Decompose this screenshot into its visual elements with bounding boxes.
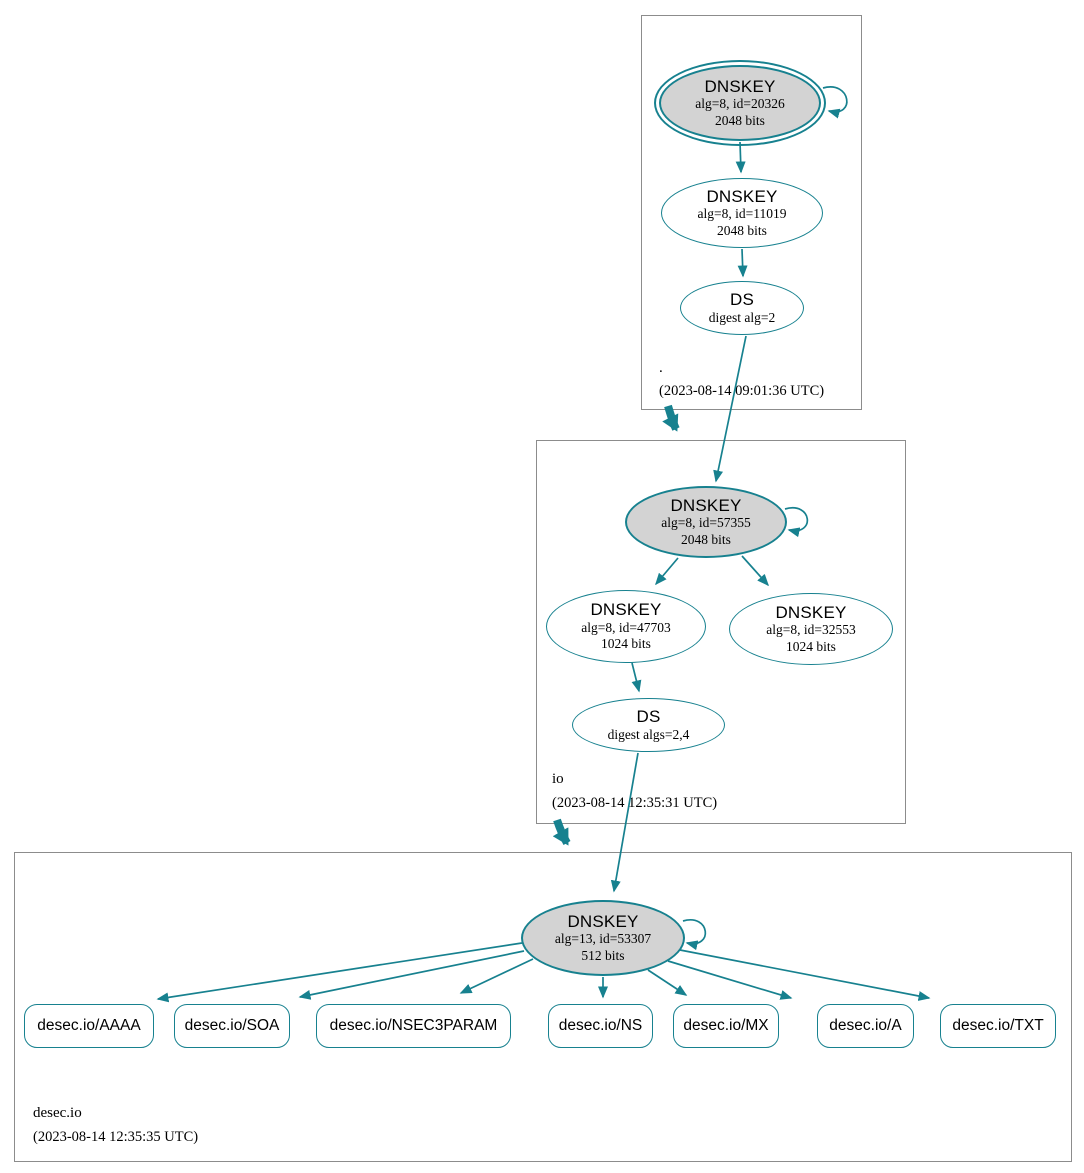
zone-label-io: io bbox=[552, 771, 564, 787]
node-title: DNSKEY bbox=[704, 76, 776, 96]
ds-node-io[interactable]: DS digest algs=2,4 bbox=[572, 698, 725, 752]
node-title: DNSKEY bbox=[706, 186, 778, 206]
zone-timestamp-root: (2023-08-14 09:01:36 UTC) bbox=[659, 383, 825, 399]
node-bits: 2048 bits bbox=[717, 222, 767, 238]
dnskey-node-io-zsk2[interactable]: DNSKEY alg=8, id=32553 1024 bits bbox=[729, 593, 893, 665]
node-bits: 512 bits bbox=[581, 947, 625, 963]
node-detail: digest algs=2,4 bbox=[607, 726, 690, 742]
node-detail: alg=13, id=53307 bbox=[554, 931, 652, 947]
node-title: DS bbox=[729, 289, 755, 309]
rrset-desec-io-ns[interactable]: desec.io/NS bbox=[548, 1004, 653, 1048]
zone-label-desec-io: desec.io bbox=[33, 1105, 82, 1121]
node-title: DS bbox=[636, 706, 661, 726]
ds-node-root[interactable]: DS digest alg=2 bbox=[680, 281, 804, 335]
zone-timestamp-io: (2023-08-14 12:35:31 UTC) bbox=[552, 795, 718, 811]
rrset-desec-io-mx[interactable]: desec.io/MX bbox=[673, 1004, 779, 1048]
node-bits: 1024 bits bbox=[786, 638, 836, 654]
rrset-desec-io-txt[interactable]: desec.io/TXT bbox=[940, 1004, 1056, 1048]
node-detail: alg=8, id=11019 bbox=[697, 206, 787, 222]
node-bits: 1024 bits bbox=[601, 636, 651, 652]
dnskey-node-root-zsk[interactable]: DNSKEY alg=8, id=11019 2048 bits bbox=[661, 178, 823, 248]
node-bits: 2048 bits bbox=[715, 112, 765, 128]
node-title: DNSKEY bbox=[567, 911, 639, 931]
rrset-desec-io-a[interactable]: desec.io/A bbox=[817, 1004, 914, 1048]
dnskey-node-root-ksk[interactable]: DNSKEY alg=8, id=20326 2048 bits bbox=[659, 65, 821, 141]
node-detail: alg=8, id=47703 bbox=[581, 619, 671, 635]
node-title: DNSKEY bbox=[670, 495, 742, 515]
dnskey-node-io-zsk1[interactable]: DNSKEY alg=8, id=47703 1024 bits bbox=[546, 590, 706, 663]
node-detail: digest alg=2 bbox=[708, 309, 776, 325]
node-detail: alg=8, id=20326 bbox=[695, 96, 785, 112]
node-title: DNSKEY bbox=[590, 600, 662, 620]
rrset-desec-io-soa[interactable]: desec.io/SOA bbox=[174, 1004, 290, 1048]
dnskey-node-io-ksk[interactable]: DNSKEY alg=8, id=57355 2048 bits bbox=[625, 486, 787, 558]
rrset-desec-io-nsec3param[interactable]: desec.io/NSEC3PARAM bbox=[316, 1004, 511, 1048]
dnskey-node-desec-ksk[interactable]: DNSKEY alg=13, id=53307 512 bits bbox=[521, 900, 685, 976]
zone-label-root: . bbox=[659, 360, 663, 376]
node-detail: alg=8, id=57355 bbox=[661, 515, 751, 531]
node-bits: 2048 bits bbox=[681, 531, 731, 547]
zone-timestamp-desec-io: (2023-08-14 12:35:35 UTC) bbox=[33, 1129, 199, 1145]
zone-cluster-desec-io: desec.io (2023-08-14 12:35:35 UTC) bbox=[14, 852, 1072, 1162]
node-detail: alg=8, id=32553 bbox=[766, 622, 856, 638]
node-title: DNSKEY bbox=[775, 602, 847, 622]
rrset-desec-io-aaaa[interactable]: desec.io/AAAA bbox=[24, 1004, 154, 1048]
